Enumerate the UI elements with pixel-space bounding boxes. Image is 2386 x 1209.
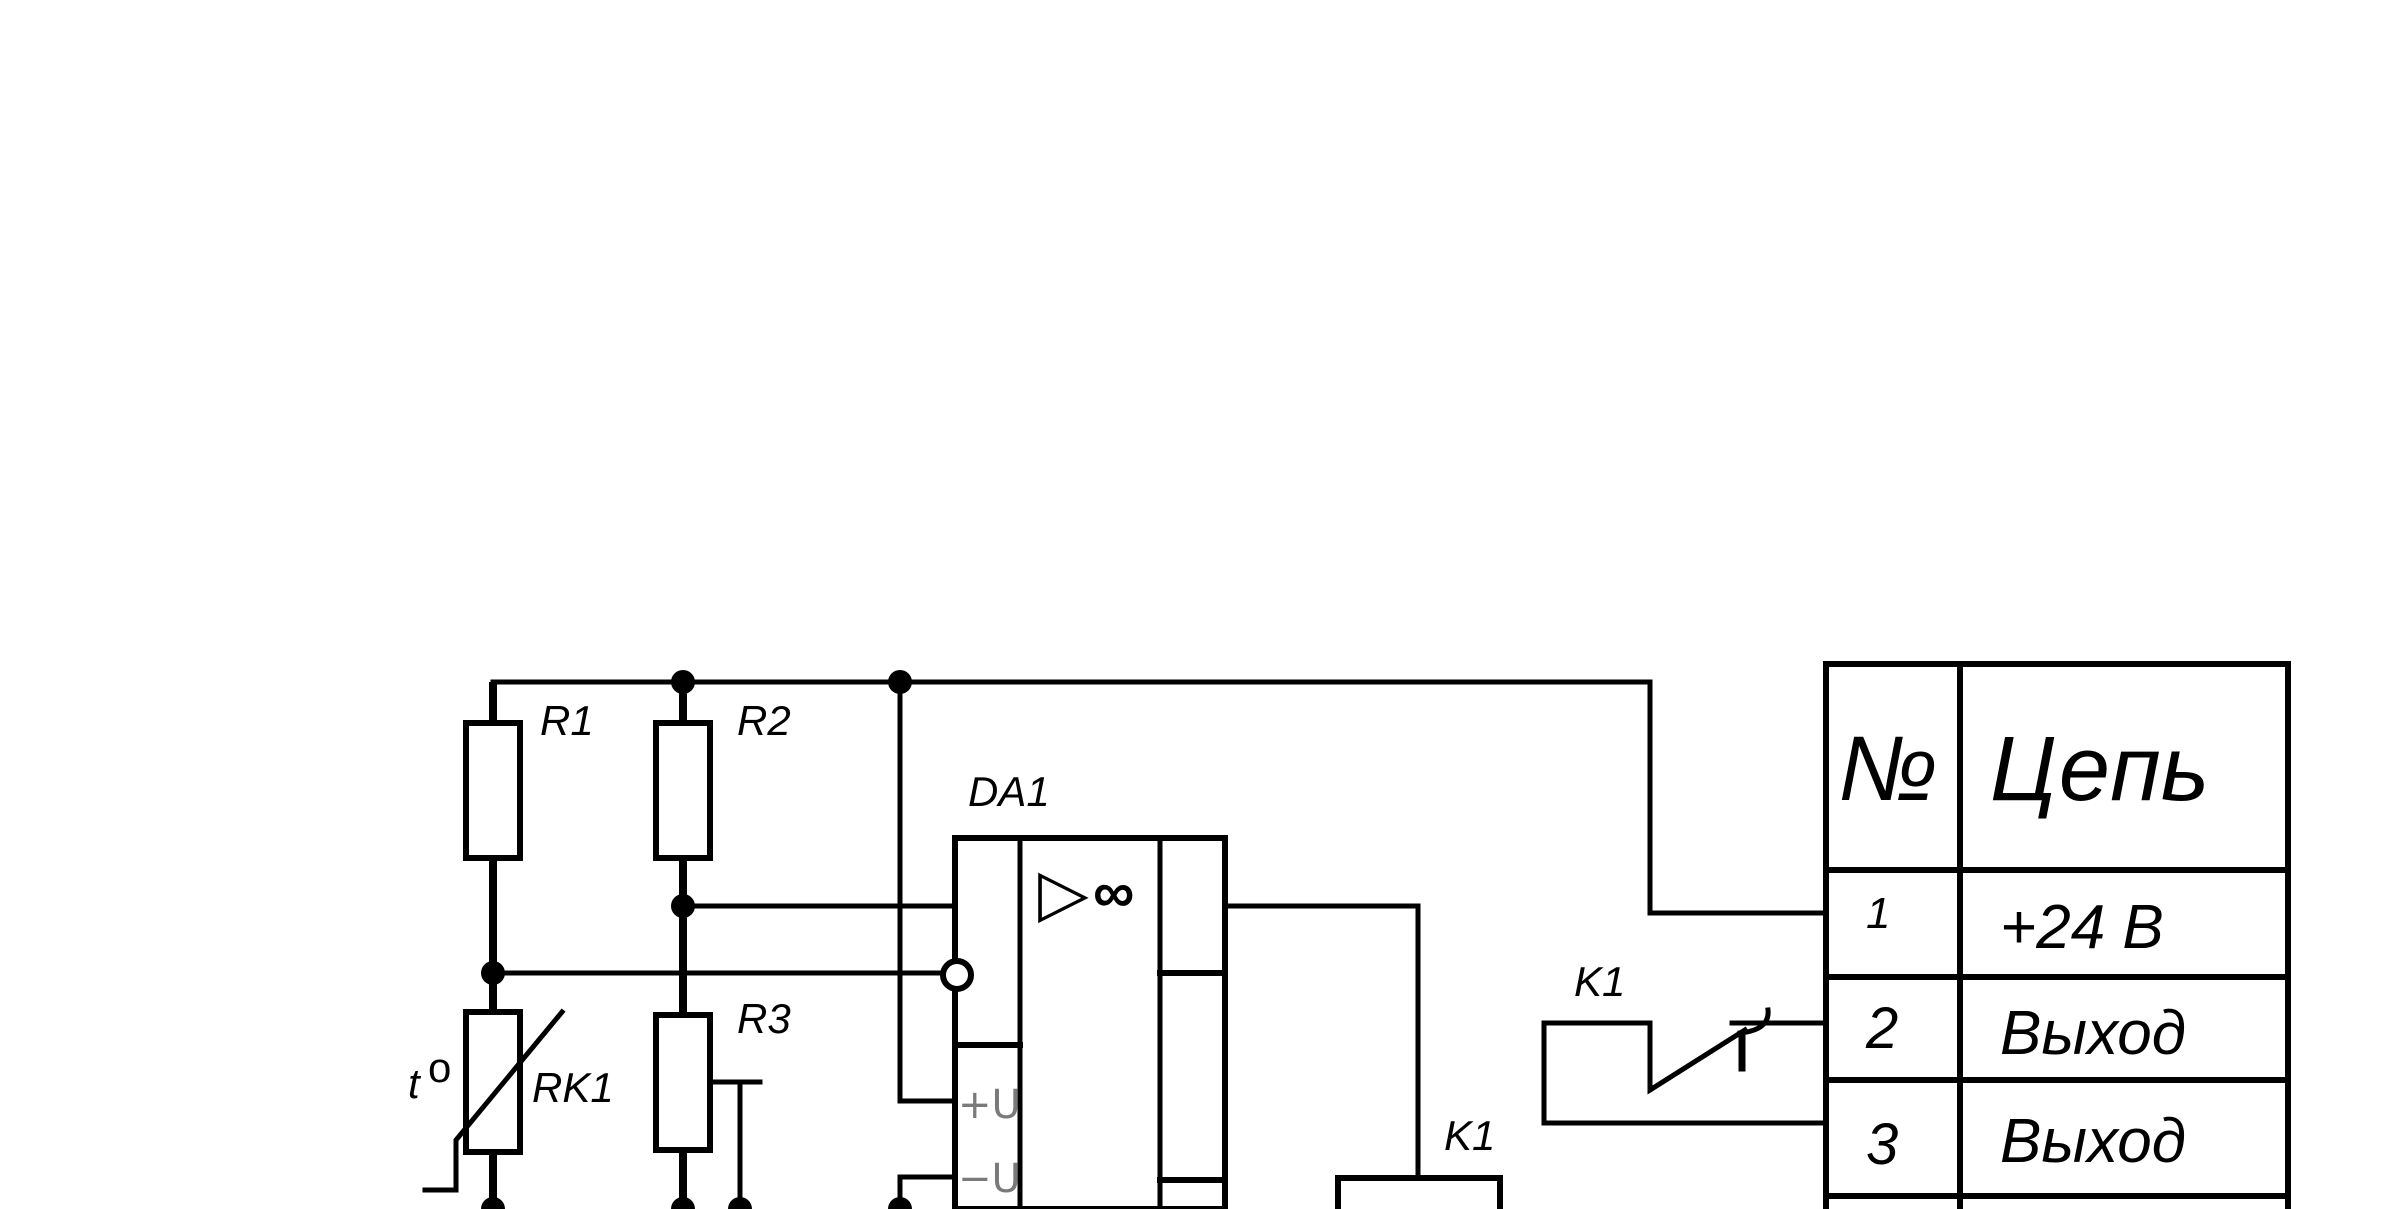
r1-label: R1	[540, 697, 594, 744]
table-row-3-circuit: Выход	[2000, 1107, 2186, 1176]
k1-contact-to-pin3	[1541, 1020, 1827, 1126]
junction-dot	[728, 1197, 752, 1209]
table-header-number: №	[1838, 718, 1938, 820]
opamp-gain-symbol: ∞	[1093, 860, 1134, 925]
junction-dot	[481, 1197, 505, 1209]
junction-dot	[481, 961, 505, 985]
relay-k1-coil	[1335, 1175, 1503, 1209]
junction-dot	[888, 1197, 912, 1209]
wires	[489, 679, 1827, 1209]
thermistor-t-label: t	[408, 1060, 422, 1107]
plus-u-pin-label: +U	[958, 1082, 1021, 1128]
opamp-body	[952, 835, 1228, 1209]
junction-dot	[671, 1197, 695, 1209]
k1-contact-label: K1	[1574, 958, 1625, 1005]
junction-dot	[671, 894, 695, 918]
thermistor-degree-label: o	[428, 1044, 451, 1091]
minus-u-pin-label: −U	[958, 1156, 1021, 1202]
k1-contact-wire	[1541, 1020, 1749, 1095]
rk1-label: RK1	[532, 1064, 614, 1111]
r3-label: R3	[737, 995, 791, 1042]
da1-label: DA1	[968, 768, 1050, 815]
junction-dot	[888, 670, 912, 694]
resistor-r3	[653, 1012, 713, 1153]
plus-u-wire	[897, 679, 958, 1104]
inverting-input-circle	[940, 958, 974, 992]
table-row-1-number: 1	[1866, 889, 1890, 938]
k1-coil-label: K1	[1444, 1112, 1495, 1159]
resistor-r1	[463, 720, 523, 861]
table-header-circuit: Цепь	[1990, 718, 2209, 820]
opamp-da1: ▷ ∞ +U −U DA1	[940, 768, 1228, 1209]
output-wire	[1222, 903, 1421, 1181]
r2-label: R2	[737, 697, 791, 744]
table-row-3-number: 3	[1866, 1112, 1898, 1177]
opamp-triangle-icon: ▷	[1038, 855, 1089, 929]
resistor-r2	[653, 720, 713, 861]
table-row-1-circuit: +24 В	[2000, 893, 2164, 962]
thermistor-body	[463, 1009, 523, 1155]
thermistor-slash-icon	[422, 1008, 566, 1193]
supply-rail-wire	[490, 679, 1827, 916]
junction-dot	[671, 670, 695, 694]
thermistor-rk1: RK1 t o	[408, 1008, 614, 1193]
connector-table: № Цепь 1 +24 В 2 Выход 3 Выход	[1823, 661, 2291, 1209]
table-row-2-number: 2	[1865, 996, 1898, 1061]
junctions	[481, 670, 912, 1209]
table-row-2-circuit: Выход	[2000, 999, 2186, 1068]
